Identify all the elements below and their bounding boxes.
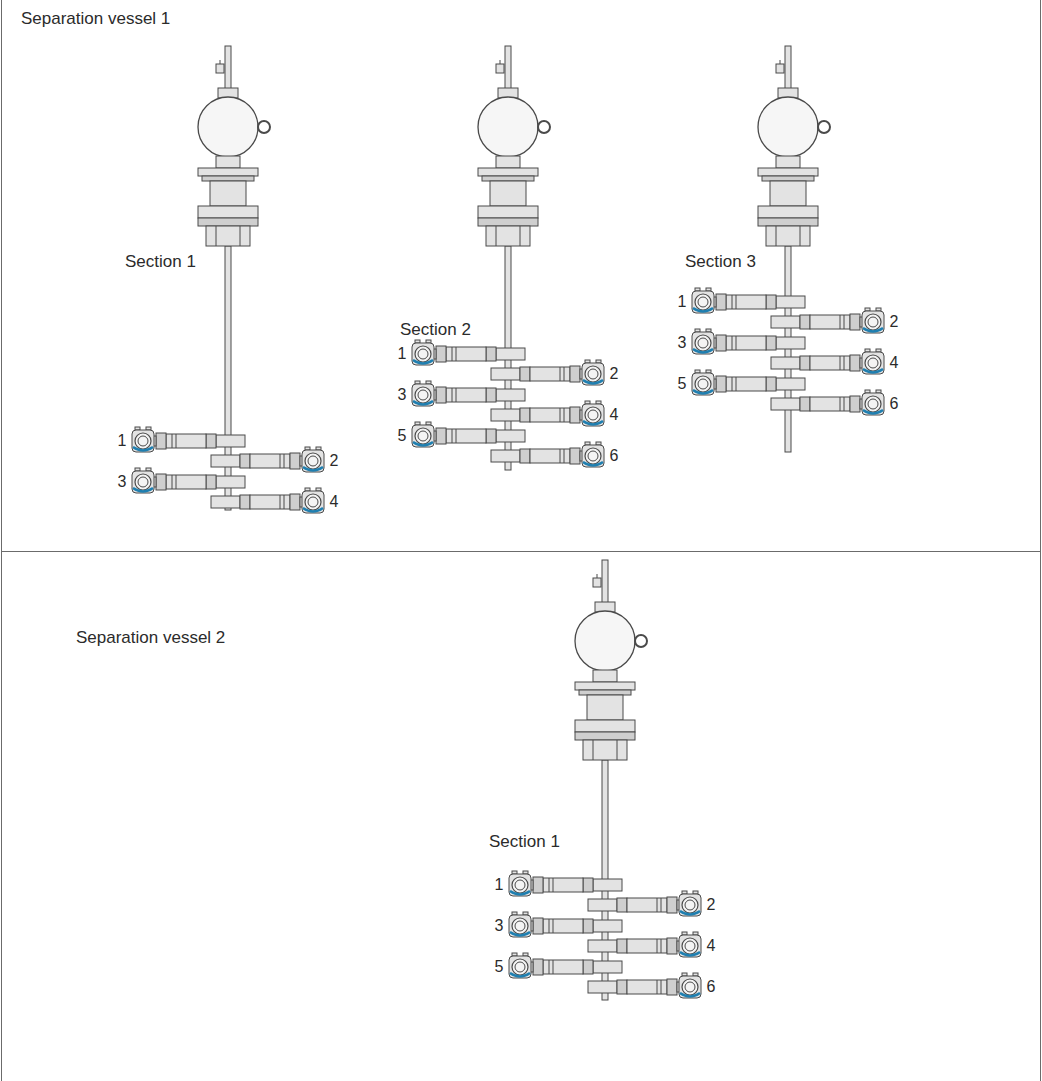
- callout-number: 3: [398, 386, 407, 403]
- text-holder: Section 1: [489, 832, 560, 852]
- sensor-unit: [509, 871, 622, 896]
- callout-holder: 3: [678, 334, 687, 352]
- callout-number: 2: [707, 896, 716, 913]
- sensor-unit: [771, 349, 884, 374]
- sensor-unit: [509, 912, 622, 937]
- sensor-unit: [692, 329, 805, 354]
- probe-head: [575, 560, 647, 760]
- sensor-unit: [509, 953, 622, 978]
- vessel-outline: Section 1 Section 2 Section 3: [53, 236, 987, 536]
- callout-holder: 4: [707, 937, 716, 955]
- section-label: Section 2: [400, 320, 471, 339]
- sensor-unit: [692, 288, 805, 313]
- callout-holder: 5: [398, 427, 407, 445]
- text-holder: Section 3: [685, 252, 756, 272]
- vessel-shape: [53, 236, 987, 536]
- callout-number: 1: [398, 345, 407, 362]
- probe-head: [198, 46, 270, 246]
- vessel-shape: [76, 750, 779, 1032]
- callout-holder: 5: [495, 958, 504, 976]
- callout-number: 4: [707, 937, 716, 954]
- sensor-unit: [211, 447, 324, 472]
- text-holder: Separation vessel 1: [21, 9, 170, 29]
- sensor-unit: [412, 340, 525, 365]
- sensor-unit: [692, 370, 805, 395]
- callout-holder: 6: [610, 447, 619, 465]
- callout-holder: 1: [495, 876, 504, 894]
- callout-number: 6: [610, 447, 619, 464]
- text-holder: Separation vessel 2: [76, 628, 225, 648]
- vessel-heading: Separation vessel 2: [76, 628, 225, 647]
- callout-number: 5: [398, 427, 407, 444]
- callout-holder: 4: [890, 354, 899, 372]
- callout-holder: 2: [610, 365, 619, 383]
- callout-holder: 5: [678, 375, 687, 393]
- probe-head: [478, 46, 550, 246]
- callout-number: 1: [495, 876, 504, 893]
- sensor-unit: [588, 973, 701, 998]
- vessel-panel: Separation vessel 1Section 1Section 2Sec…: [1, 0, 1041, 552]
- callout-holder: 4: [330, 493, 339, 511]
- section-label: Section 1: [489, 832, 560, 851]
- callout-number: 4: [610, 406, 619, 423]
- sensor-unit: [412, 381, 525, 406]
- probe-head: [758, 46, 830, 246]
- callout-holder: 3: [398, 386, 407, 404]
- sensor-unit: [771, 390, 884, 415]
- callout-holder: 3: [118, 473, 127, 491]
- callout-number: 5: [495, 958, 504, 975]
- callout-number: 2: [330, 452, 339, 469]
- section-label: Section 1: [125, 252, 196, 271]
- callout-number: 1: [118, 432, 127, 449]
- callout-number: 5: [678, 375, 687, 392]
- vessel-heading: Separation vessel 1: [21, 9, 170, 28]
- sensor-unit: [132, 427, 245, 452]
- callout-holder: 2: [707, 896, 716, 914]
- sensor-unit: [588, 932, 701, 957]
- text-holder: Section 1: [125, 252, 196, 272]
- text-holder: Section 2: [400, 320, 471, 340]
- callout-holder: 2: [330, 452, 339, 470]
- callout-number: 3: [678, 334, 687, 351]
- callout-number: 3: [118, 473, 127, 490]
- callout-holder: 1: [678, 293, 687, 311]
- section-label: Section 3: [685, 252, 756, 271]
- callout-number: 1: [678, 293, 687, 310]
- vessel-panel: Separation vessel 2 Section 1: [1, 551, 1041, 1081]
- callout-number: 2: [890, 313, 899, 330]
- vessel-outline-path: [77, 751, 778, 1031]
- callout-number: 6: [890, 395, 899, 412]
- sensor-unit: [412, 422, 525, 447]
- callout-holder: 3: [495, 917, 504, 935]
- callout-number: 3: [495, 917, 504, 934]
- sensor-unit: [491, 401, 604, 426]
- callout-number: 4: [890, 354, 899, 371]
- sensor-unit: [588, 891, 701, 916]
- vessel-outline-path: [54, 237, 986, 535]
- callout-holder: 4: [610, 406, 619, 424]
- sensor-unit: [211, 488, 324, 513]
- callout-number: 4: [330, 493, 339, 510]
- callout-number: 6: [707, 978, 716, 995]
- sensor-unit: [491, 442, 604, 467]
- sensor-unit: [491, 360, 604, 385]
- callout-holder: 6: [707, 978, 716, 996]
- callout-holder: 1: [398, 345, 407, 363]
- vessel-outline: Section 1: [76, 750, 779, 1032]
- probe-rod: [225, 246, 231, 510]
- sensor-unit: [771, 308, 884, 333]
- callout-holder: 6: [890, 395, 899, 413]
- callout-number: 2: [610, 365, 619, 382]
- callout-holder: 2: [890, 313, 899, 331]
- callout-holder: 1: [118, 432, 127, 450]
- sensor-unit: [132, 468, 245, 493]
